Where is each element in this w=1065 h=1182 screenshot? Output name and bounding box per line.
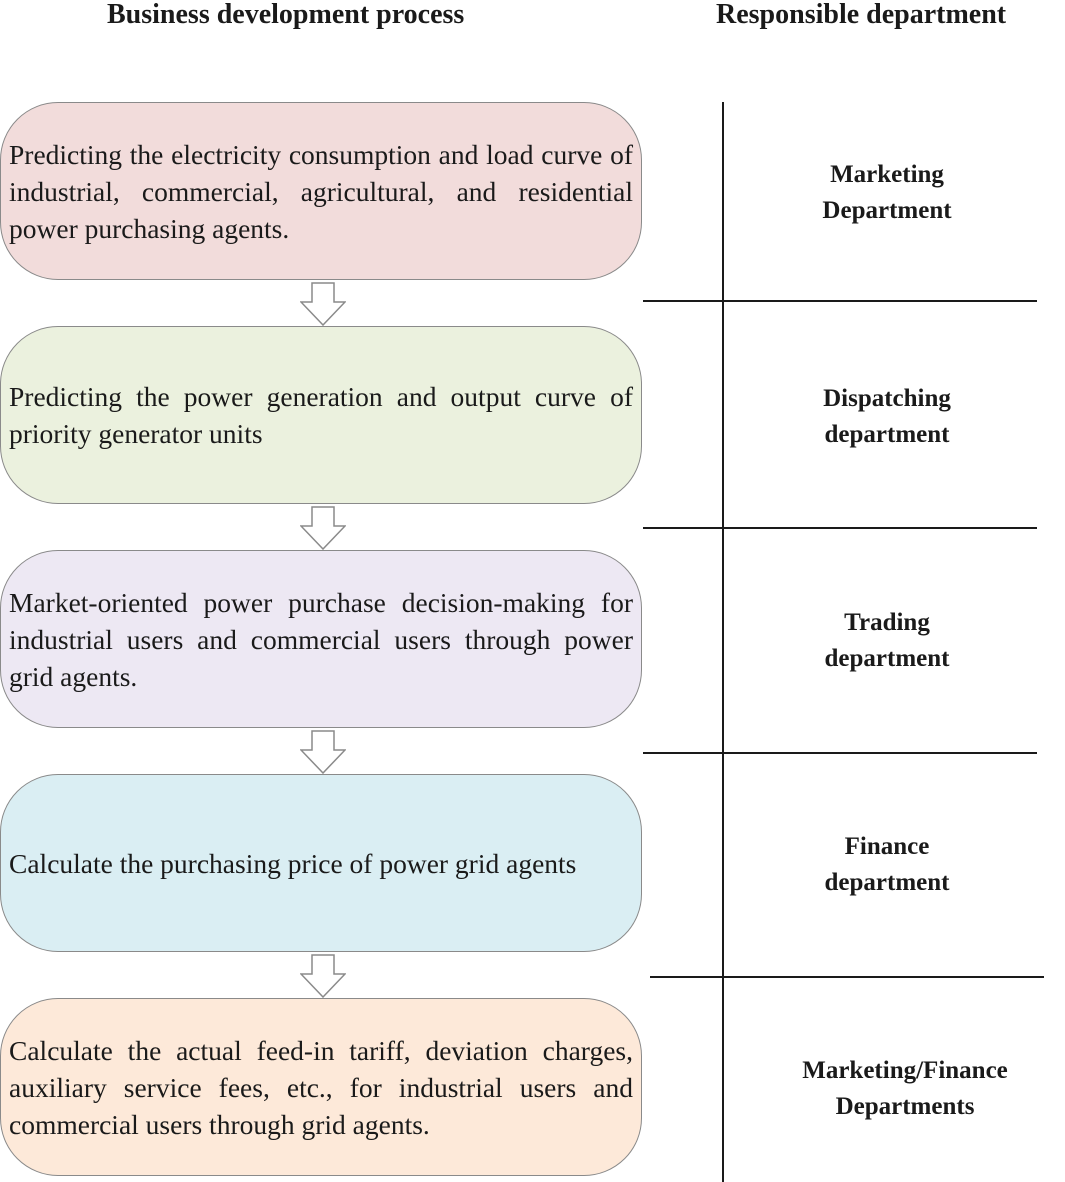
process-step-4: Calculate the purchasing price of power …: [0, 774, 642, 952]
department-vertical-divider: [722, 102, 724, 1182]
department-label-1: Marketing Department: [737, 157, 1037, 229]
process-step-4-text: Calculate the purchasing price of power …: [9, 847, 577, 879]
process-step-1: Predicting the electricity consumption a…: [0, 102, 642, 280]
department-label-2-line1: Dispatching: [823, 385, 951, 412]
department-label-1-line2: Department: [822, 197, 952, 224]
department-label-3: Trading department: [737, 605, 1037, 677]
down-arrow-icon: [300, 730, 346, 774]
department-label-3-line1: Trading: [844, 609, 930, 636]
department-label-1-line1: Marketing: [830, 161, 944, 188]
process-step-5: Calculate the actual feed-in tariff, dev…: [0, 998, 642, 1176]
process-column-header: Business development process: [107, 0, 465, 30]
department-row-divider: [643, 527, 1037, 529]
process-step-2: Predicting the power generation and outp…: [0, 326, 642, 504]
process-step-3-text: Market-oriented power purchase decision-…: [9, 586, 633, 692]
department-row-divider: [650, 976, 1044, 978]
department-column-header: Responsible department: [716, 0, 1007, 30]
department-row-divider: [643, 752, 1037, 754]
department-label-5: Marketing/Finance Departments: [755, 1053, 1055, 1125]
department-label-4: Finance department: [737, 829, 1037, 901]
process-step-5-text: Calculate the actual feed-in tariff, dev…: [9, 1034, 633, 1140]
process-step-3: Market-oriented power purchase decision-…: [0, 550, 642, 728]
down-arrow-icon: [300, 506, 346, 550]
department-label-5-line1: Marketing/Finance: [802, 1057, 1008, 1084]
department-label-4-line2: department: [824, 869, 950, 896]
department-label-2-line2: department: [824, 421, 950, 448]
process-step-2-text: Predicting the power generation and outp…: [9, 381, 633, 449]
down-arrow-icon: [300, 954, 346, 998]
department-label-5-line2: Departments: [835, 1093, 975, 1120]
department-row-divider: [643, 300, 1037, 302]
department-label-2: Dispatching department: [737, 381, 1037, 453]
department-label-4-line1: Finance: [844, 833, 930, 860]
process-step-1-text: Predicting the electricity consumption a…: [9, 138, 633, 244]
department-label-3-line2: department: [824, 645, 950, 672]
down-arrow-icon: [300, 282, 346, 326]
